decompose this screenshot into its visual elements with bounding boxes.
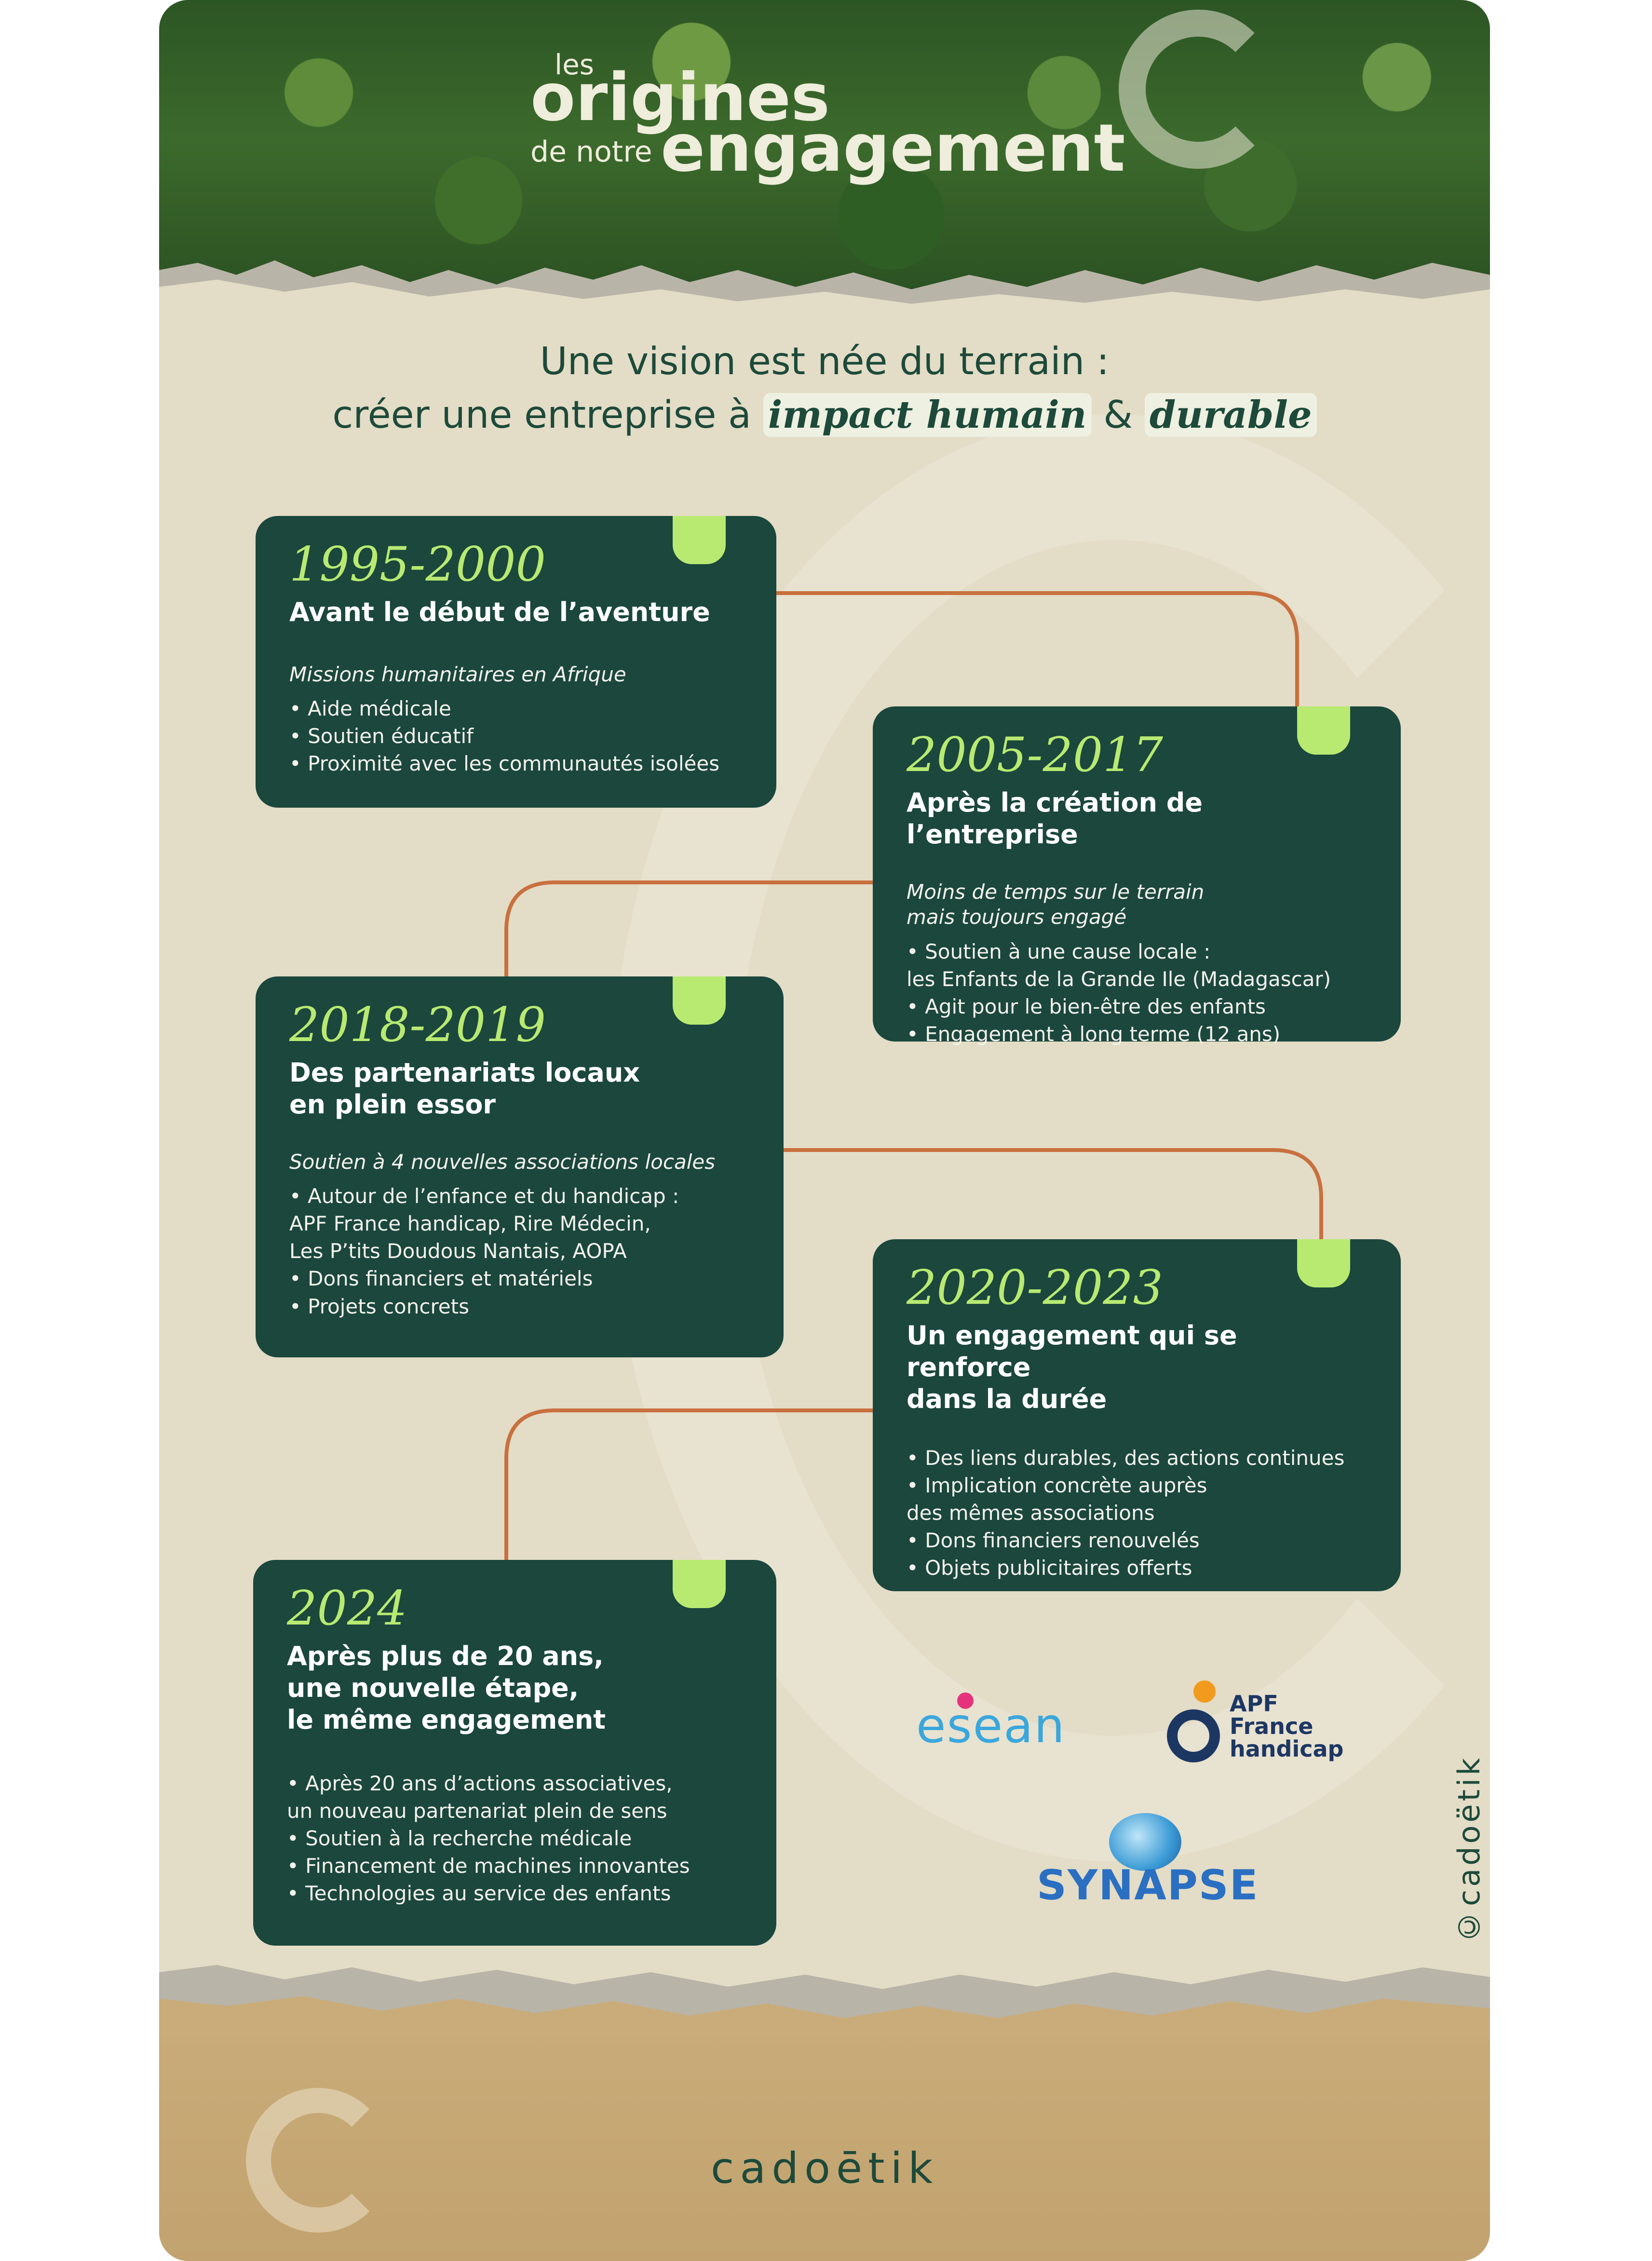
- cadoetik-footer-logo: cadoētik: [710, 2143, 939, 2193]
- highlight-durable: durable: [1144, 393, 1317, 437]
- card-tab: [673, 976, 726, 1025]
- card-tab: [1297, 706, 1350, 755]
- title-de-notre: de notre: [530, 135, 652, 169]
- connector-4-5: [504, 1408, 873, 1562]
- globe-icon: [1109, 1813, 1181, 1871]
- card-intro: Moins de temps sur le terrain mais toujo…: [907, 880, 1205, 929]
- esean-logo: esean: [916, 1692, 1066, 1754]
- apf-france-handicap-logo: APF France handicap: [1167, 1664, 1360, 1770]
- card-period: 2005-2017: [907, 728, 1163, 783]
- card-intro: Soutien à 4 nouvelles associations local…: [289, 1150, 716, 1174]
- title-origines: origines: [530, 60, 830, 136]
- apf-head-icon: [1193, 1680, 1216, 1703]
- synapse-logo: SYNAPSE: [1037, 1813, 1258, 1919]
- timeline-card-2018-2019: 2018-2019 Des partenariats locaux en ple…: [256, 976, 784, 1357]
- timeline-card-2020-2023: 2020-2023 Un engagement qui se renforce …: [873, 1239, 1401, 1591]
- card-period: 1995-2000: [289, 537, 546, 592]
- vision-conjunction: &: [1103, 393, 1133, 437]
- connector-3-4: [781, 1148, 1323, 1242]
- timeline-card-2024: 2024 Après plus de 20 ans, une nouvelle …: [253, 1560, 776, 1946]
- copyright-brand-mark: ©cadoëtik: [1451, 1755, 1487, 1944]
- card-heading: Après la création de l’entreprise: [907, 787, 1203, 850]
- card-heading: Des partenariats locaux en plein essor: [289, 1057, 640, 1120]
- card-tab: [1297, 1239, 1350, 1287]
- card-heading: Un engagement qui se renforce dans la du…: [907, 1320, 1237, 1414]
- infographic-poster: les origines de notre engagement Une vis…: [159, 0, 1490, 2261]
- card-heading: Avant le début de l’aventure: [289, 596, 710, 627]
- torn-paper-top-edge: [159, 260, 1490, 318]
- timeline-connectors: [504, 591, 1323, 1562]
- card-tab: [673, 1560, 726, 1608]
- esean-figure-icon: [957, 1692, 974, 1709]
- card-bullets: • Autour de l’enfance et du handicap : A…: [289, 1184, 679, 1318]
- card-intro: Missions humanitaires en Afrique: [289, 662, 626, 686]
- highlight-impact-humain: impact humain: [763, 393, 1092, 437]
- title-les: les: [555, 48, 595, 81]
- title-engagement: engagement: [661, 110, 1125, 187]
- card-bullets: • Soutien à une cause locale : les Enfan…: [907, 939, 1331, 1046]
- card-bullets: • Des liens durables, des actions contin…: [907, 1446, 1345, 1580]
- torn-paper-bottom-edge: [159, 1965, 1490, 2035]
- vision-line-2: créer une entreprise à impact humain & d…: [159, 393, 1490, 437]
- vision-line-2-prefix: créer une entreprise à: [332, 393, 763, 437]
- connector-1-2: [776, 591, 1299, 709]
- card-period: 2020-2023: [907, 1260, 1163, 1315]
- timeline-card-2005-2017: 2005-2017 Après la création de l’entrepr…: [873, 706, 1401, 1046]
- card-tab: [673, 516, 726, 564]
- card-heading: Après plus de 20 ans, une nouvelle étape…: [287, 1640, 606, 1735]
- connector-2-3: [504, 880, 873, 979]
- card-period: 2018-2019: [289, 998, 546, 1053]
- card-bullets: • Après 20 ans d’actions associatives, u…: [287, 1771, 690, 1905]
- apf-wheel-icon: [1167, 1709, 1220, 1762]
- vision-line-1: Une vision est née du terrain :: [540, 340, 1110, 383]
- card-period: 2024: [287, 1581, 407, 1636]
- card-bullets: • Aide médicale • Soutien éducatif • Pro…: [289, 697, 720, 776]
- timeline-card-1995-2000: 1995-2000 Avant le début de l’aventure M…: [256, 516, 776, 808]
